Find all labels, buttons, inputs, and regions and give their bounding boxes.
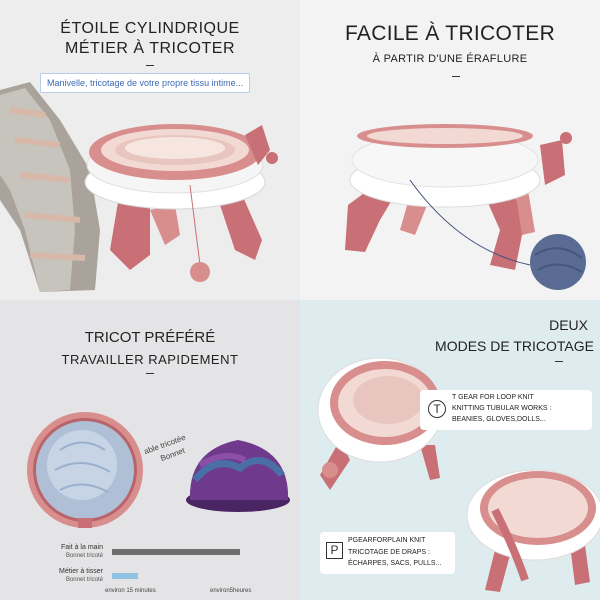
panel-favorite-knit: TRICOT PRÉFÉRÉ TRAVAILLER RAPIDEMENT abl… [0, 300, 300, 600]
mode1-line1: T GEAR FOR LOOP KNIT [452, 394, 534, 401]
compare-row1-sub: Bonnet tricoté [65, 553, 103, 559]
loom-illustration-1 [0, 82, 278, 292]
mode1-line2: KNITTING TUBULAR WORKS : [452, 405, 552, 412]
mode1-card: T T GEAR FOR LOOP KNIT KNITTING TUBULAR … [420, 390, 592, 430]
compare-row1-label: Fait à la main [60, 544, 103, 551]
panel-two-modes: DEUX MODES DE TRICOTAGE T T GEAR FOR LOO… [300, 300, 600, 600]
p-gear-icon: P [326, 542, 343, 559]
divider [146, 65, 154, 66]
mode2-line3: ÉCHARPES, SACS, PULLS... [348, 560, 442, 567]
mode2-card: P PGEARFORPLAIN KNIT TRICOTAGE DE DRAPS … [320, 532, 455, 574]
divider [146, 373, 154, 374]
compare-row2-label: Métier à tisser [59, 568, 103, 575]
divider [555, 361, 563, 362]
divider [452, 76, 460, 77]
bar-loom [112, 573, 138, 579]
mode2-line1: PGEARFORPLAIN KNIT [348, 537, 426, 544]
panel1-title-line2: MÉTIER À TRICOTER [65, 40, 235, 57]
loom-illustration-4 [317, 357, 600, 592]
panel3-title-line1: TRICOT PRÉFÉRÉ [84, 329, 216, 346]
panel-cylindrical-loom: ÉTOILE CYLINDRIQUE MÉTIER À TRICOTER Man… [0, 0, 300, 300]
panel4-title-line1: DEUX [549, 317, 588, 333]
compare-row2-sub: Bonnet tricoté [65, 577, 103, 583]
panel1-title-line1: ÉTOILE CYLINDRIQUE [60, 20, 240, 37]
bar-handmade [112, 549, 240, 555]
mode2-line2: TRICOTAGE DE DRAPS : [348, 549, 430, 556]
tick-15min: environ 15 minutes [105, 588, 156, 594]
panel-easy-knit: FACILE À TRICOTER À PARTIR D'UNE ÉRAFLUR… [300, 0, 600, 300]
panel3-title-line2: TRAVAILLER RAPIDEMENT [61, 352, 239, 367]
panel1-subtitle: Manivelle, tricotage de votre propre tis… [40, 73, 251, 93]
hat-illustration [27, 412, 290, 528]
panel2-title: FACILE À TRICOTER [344, 22, 556, 45]
panel4-title-line2: MODES DE TRICOTAGE [435, 338, 594, 354]
mode1-line3: BEANIES, GLOVES,DOLLS... [452, 416, 546, 423]
panel2-subtitle: À PARTIR D'UNE ÉRAFLURE [372, 53, 528, 65]
t-gear-icon: T [428, 400, 446, 418]
loom-illustration-2 [345, 124, 586, 290]
tick-5hours: environ5heures [210, 588, 252, 594]
